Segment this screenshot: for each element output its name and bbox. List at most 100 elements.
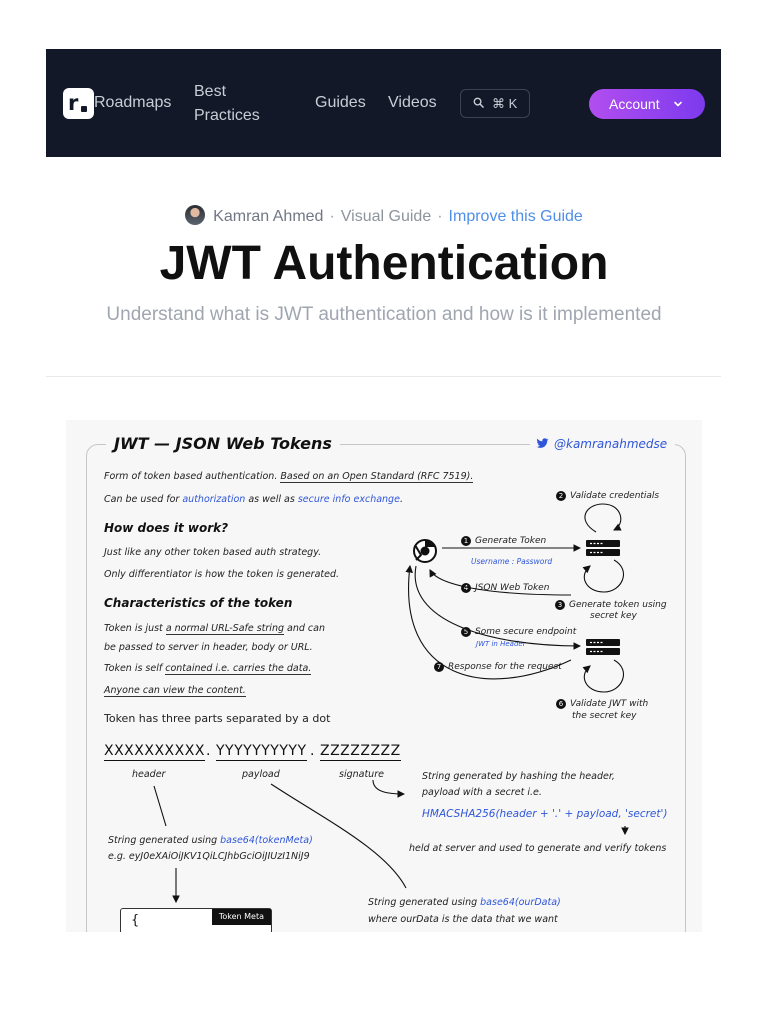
step-6-text-a: Validate JWT with (570, 699, 649, 709)
how-heading: How does it work? (104, 521, 229, 535)
step-3-label: 3 Generate token using (555, 599, 667, 612)
char-3b: contained i.e. carries the data. (165, 663, 312, 675)
step-number: 6 (556, 699, 566, 709)
characteristics-heading: Characteristics of the token (104, 596, 293, 610)
label-signature: signature (339, 769, 384, 780)
account-button[interactable]: Account (589, 89, 705, 119)
nav-link-guides[interactable]: Guides (315, 94, 366, 111)
step-5-sub: JWT in Header (476, 640, 526, 648)
step-number: 1 (461, 536, 471, 546)
step-number: 3 (555, 600, 565, 610)
char-line-3: Token is self contained i.e. carries the… (104, 662, 312, 675)
diagram-arrows (153, 503, 629, 904)
payload-desc-a: String generated using (368, 897, 478, 908)
chevron-down-icon (674, 101, 682, 107)
how-line-1: Just like any other token based auth str… (104, 547, 322, 558)
part-dot: . (310, 743, 315, 759)
header-desc: String generated using base64(tokenMeta) (108, 834, 313, 847)
step-6-label: 6 Validate JWT with (556, 698, 648, 711)
header-desc-a: String generated using (108, 835, 218, 846)
page-title: JWT Authentication (159, 237, 609, 290)
twitter-icon (536, 438, 549, 448)
jwt-diagram-image: JWT — JSON Web Tokens @kamranahmedse For… (66, 420, 702, 932)
guide-type: Visual Guide (340, 208, 432, 225)
intro-line-1: Form of token based authentication. Base… (104, 470, 474, 483)
how-line-2: Only differentiator is how the token is … (104, 569, 340, 580)
nav-link-videos[interactable]: Videos (388, 94, 437, 111)
search-button[interactable]: ⌘ K (460, 89, 530, 118)
char-4: Anyone can view the content. (104, 685, 246, 697)
twitter-handle-text: @kamranahmedse (554, 437, 668, 451)
logo-dot (81, 106, 87, 112)
parts-intro: Token has three parts separated by a dot (104, 712, 331, 725)
step-number: 2 (556, 491, 566, 501)
intro-1a: Form of token based authentication. (104, 471, 278, 482)
author-name[interactable]: Kamran Ahmed (213, 208, 324, 225)
step-7-text: Response for the request (448, 662, 562, 672)
step-3-text-a: Generate token using (569, 600, 667, 610)
header-divider (46, 376, 721, 377)
payload-desc-2: where ourData is the data that we want (368, 914, 558, 925)
payload-desc-b: base64(ourData) (480, 897, 561, 908)
step-number: 4 (461, 583, 471, 593)
char-1a: Token is just (104, 623, 163, 634)
intro-2b: authorization (182, 494, 246, 505)
step-number: 7 (434, 662, 444, 672)
token-meta-box: { Token Meta (120, 908, 272, 932)
step-1-text: Generate Token (475, 536, 547, 546)
header-example: e.g. eyJ0eXAiOiJKV1QiLCJhbGciOiJIUzI1NiJ… (108, 851, 310, 862)
codebox-brace: { (131, 913, 140, 928)
nav-link-roadmaps[interactable]: Roadmaps (94, 94, 172, 111)
step-5-text: Some secure endpoint (475, 627, 577, 637)
search-shortcut: ⌘ K (492, 96, 518, 111)
search-icon (473, 97, 484, 108)
server-icon (586, 639, 620, 655)
account-label: Account (609, 96, 660, 112)
logo-letter: r (68, 91, 79, 115)
nav-link-best-practices-line1[interactable]: Best (194, 83, 227, 100)
char-line-1: Token is just a normal URL-Safe string a… (104, 622, 325, 635)
twitter-handle: @kamranahmedse (530, 435, 676, 453)
part-dot: . (206, 743, 211, 759)
nav-link-best-practices-line2[interactable]: Practices (194, 107, 260, 124)
byline-separator: · (329, 208, 335, 225)
logo-icon[interactable]: r (63, 88, 94, 119)
step-number: 5 (461, 627, 471, 637)
step-5-label: 5 Some secure endpoint (461, 626, 576, 639)
byline-separator: · (437, 208, 443, 225)
guide-byline: Kamran Ahmed · Visual Guide · Improve this G… (0, 205, 768, 227)
intro-1b: Based on an Open Standard (RFC 7519). (280, 471, 474, 483)
step-2-label: 2 Validate credentials (556, 490, 659, 503)
token-meta-tag: Token Meta (211, 909, 271, 925)
improve-guide-link[interactable]: Improve this Guide (448, 208, 583, 225)
intro-line-2: Can be used for authorization as well as… (104, 493, 403, 506)
step-2-text: Validate credentials (570, 491, 660, 501)
header-desc-b: base64(tokenMeta) (220, 835, 313, 846)
char-1b: a normal URL-Safe string (165, 623, 284, 635)
step-4-text: JSON Web Token (475, 583, 550, 593)
held-at-server: held at server and used to generate and … (409, 843, 667, 854)
label-header: header (132, 769, 166, 780)
label-payload: payload (242, 769, 280, 780)
step-4-label: 4 JSON Web Token (461, 582, 549, 595)
page-subtitle: Understand what is JWT authentication an… (106, 304, 662, 325)
step-7-label: 7 Response for the request (434, 661, 562, 674)
server-icon (586, 540, 620, 556)
author-avatar (185, 205, 206, 225)
char-line-4: Anyone can view the content. (104, 684, 246, 697)
diagram-frame (86, 444, 686, 932)
sig-desc-2: payload with a secret i.e. (422, 787, 542, 798)
hmac-formula: HMACSHA256(header + '.' + payload, 'secr… (422, 808, 668, 820)
chrome-icon (413, 539, 437, 563)
sig-desc-1: String generated by hashing the header, (422, 771, 615, 782)
top-navbar: r Roadmaps Best Practices Guides Videos … (46, 49, 721, 157)
step-6-label-b: the secret key (572, 711, 637, 721)
char-3a: Token is self (104, 663, 163, 674)
step-3-label-b: secret key (590, 611, 637, 621)
payload-desc: String generated using base64(ourData) (368, 896, 561, 909)
part-signature: ZZZZZZZZ (320, 743, 401, 761)
char-1c: and can (287, 623, 325, 634)
step-1-label: 1 Generate Token (461, 535, 546, 548)
intro-2e: . (399, 494, 403, 505)
part-header: XXXXXXXXXX (104, 743, 205, 761)
